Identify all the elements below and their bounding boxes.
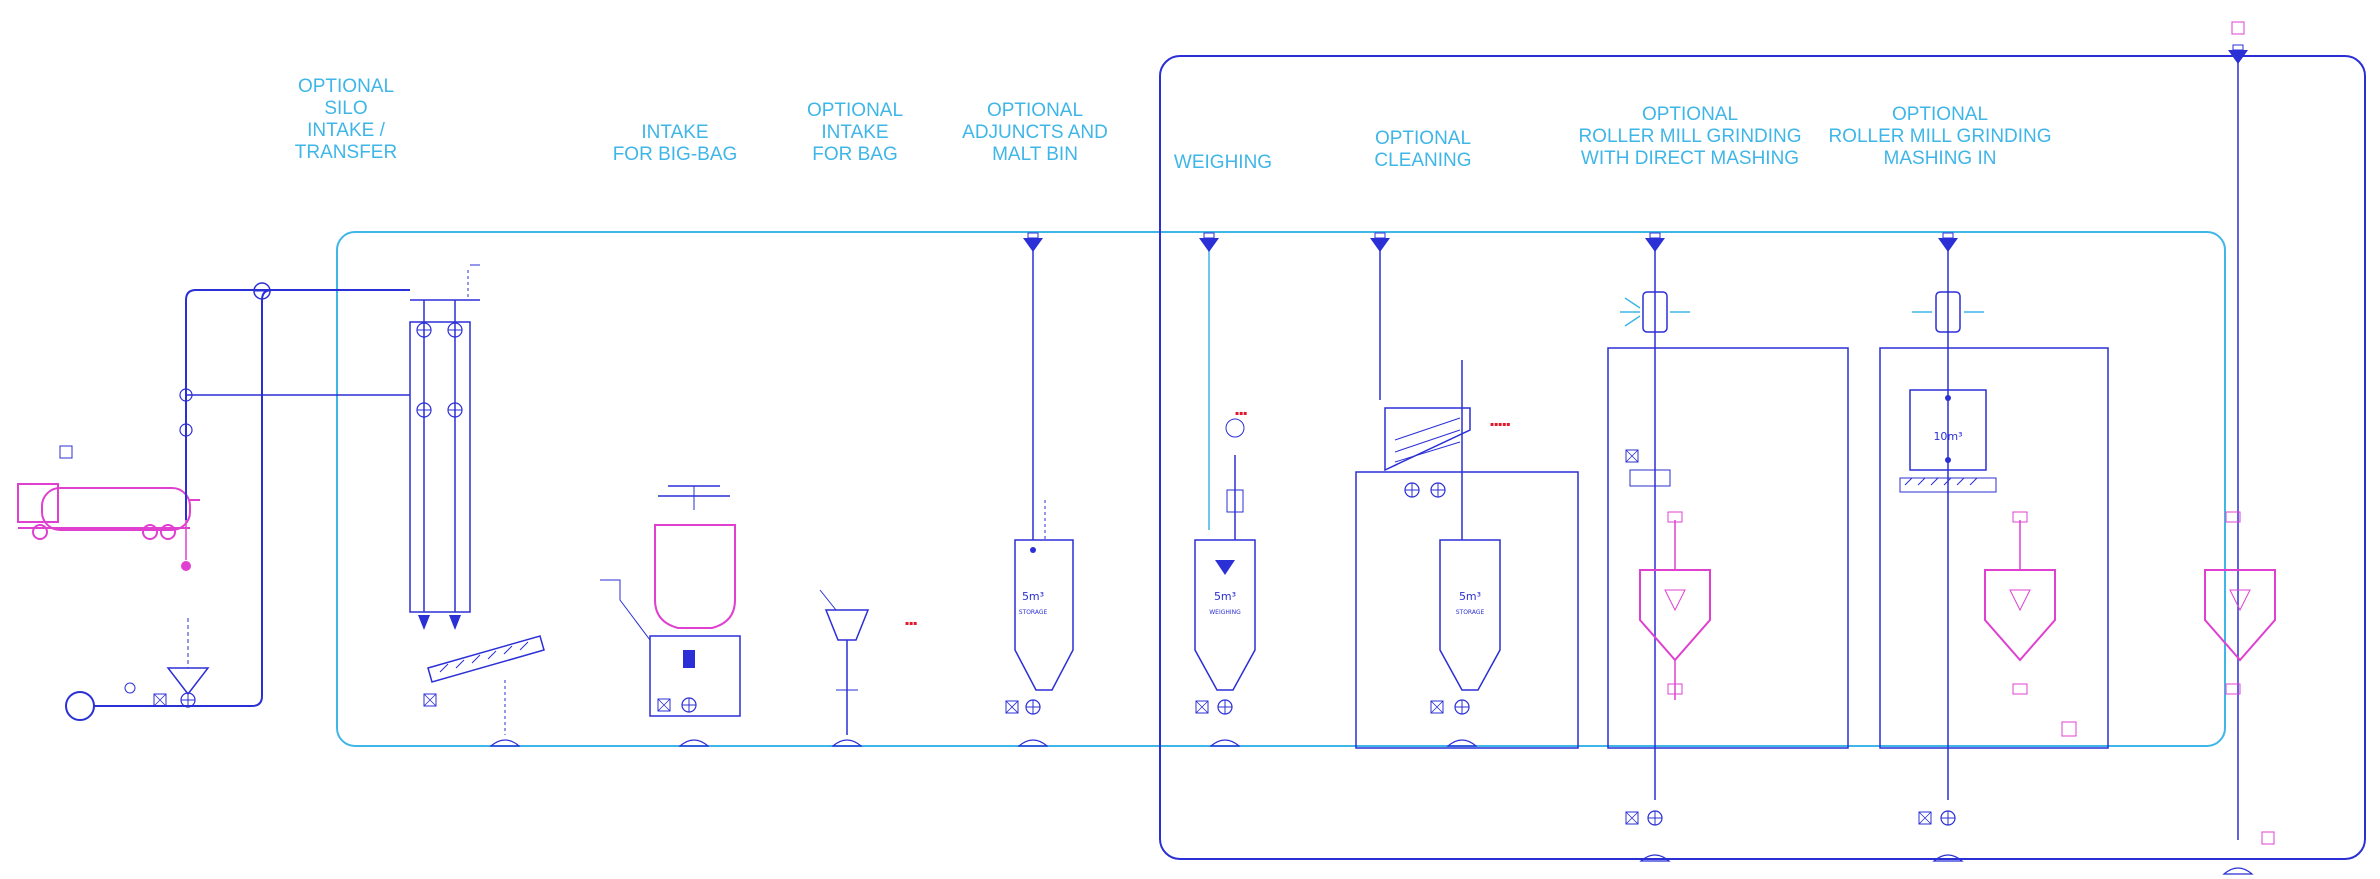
silo-transfer-column [409,264,480,630]
section-title-line: INTAKE [821,122,889,143]
weigher-volume-label: 5m³ [1214,590,1236,603]
weighing-vessel: 5m³ WEIGHING [1194,244,1256,747]
hopper-volume-label: 10m³ [1933,430,1962,443]
screw-conveyor [427,635,545,683]
big-bag-station [600,485,741,747]
section-title-line: CLEANING [1374,150,1472,171]
section-title-line: FOR BIG-BAG [612,144,738,165]
section-title-bag: OPTIONAL INTAKE FOR BAG [790,100,920,166]
section-title-line: MASHING IN [1883,148,1997,169]
section-title-cleaning: OPTIONAL CLEANING [1358,128,1488,172]
section-title-mashing-in: OPTIONAL ROLLER MILL GRINDING MASHING IN [1820,104,2060,170]
blower-icon [65,691,95,721]
section-title-direct-mashing: OPTIONAL ROLLER MILL GRINDING WITH DIREC… [1570,104,1810,170]
section-title-silo-intake: OPTIONAL SILO INTAKE / TRANSFER [276,76,416,164]
cleaning-machine: 5m³ STORAGE [1355,244,1579,749]
section-title-weighing: WEIGHING [1163,152,1283,174]
section-title-line: OPTIONAL [1641,104,1739,125]
section-title-line: WITH DIRECT MASHING [1580,148,1800,169]
section-title-line: INTAKE / [307,120,385,141]
section-title-line: OPTIONAL [986,100,1084,121]
bag-intake [819,589,870,747]
main-pneumatic-loop [336,231,2226,747]
direct-mashing-line [1607,244,1849,862]
section-title-line: SILO [324,98,368,119]
section-title-big-bag: INTAKE FOR BIG-BAG [610,122,740,166]
weigher-name-label: WEIGHING [1209,609,1241,616]
mash-vessel-right [2061,21,2276,875]
section-title-line: OPTIONAL [1891,104,1989,125]
storage-name-label: STORAGE [1019,609,1048,616]
dust-note: ▪▪▪ [1235,410,1247,417]
section-title-line: ROLLER MILL GRINDING [1828,126,2052,147]
dust-note: ▪▪▪ [905,620,917,627]
section-title-line: ROLLER MILL GRINDING [1578,126,1802,147]
section-title-line: WEIGHING [1173,152,1273,173]
silo-truck [17,483,200,571]
section-title-line: INTAKE [641,122,709,143]
section-title-line: OPTIONAL [806,100,904,121]
section-title-line: OPTIONAL [297,76,395,97]
return-loop [1159,55,2366,860]
section-title-line: ADJUNCTS AND [962,122,1108,143]
section-title-line: OPTIONAL [1374,128,1472,149]
storage-volume-label: 5m³ [1022,590,1044,603]
section-title-line: MALT BIN [992,144,1078,165]
section-title-line: TRANSFER [294,142,398,163]
adjuncts-storage-bin: 5m³ STORAGE [1005,244,1074,747]
storage-volume-label: 5m³ [1459,590,1481,603]
section-title-adjuncts: OPTIONAL ADJUNCTS AND MALT BIN [955,100,1115,166]
mashing-in-line: 10m³ [1879,244,2109,862]
section-title-line: FOR BAG [812,144,898,165]
storage-name-label: STORAGE [1456,609,1485,616]
dust-note: ▪▪▪▪▪ [1490,421,1510,428]
